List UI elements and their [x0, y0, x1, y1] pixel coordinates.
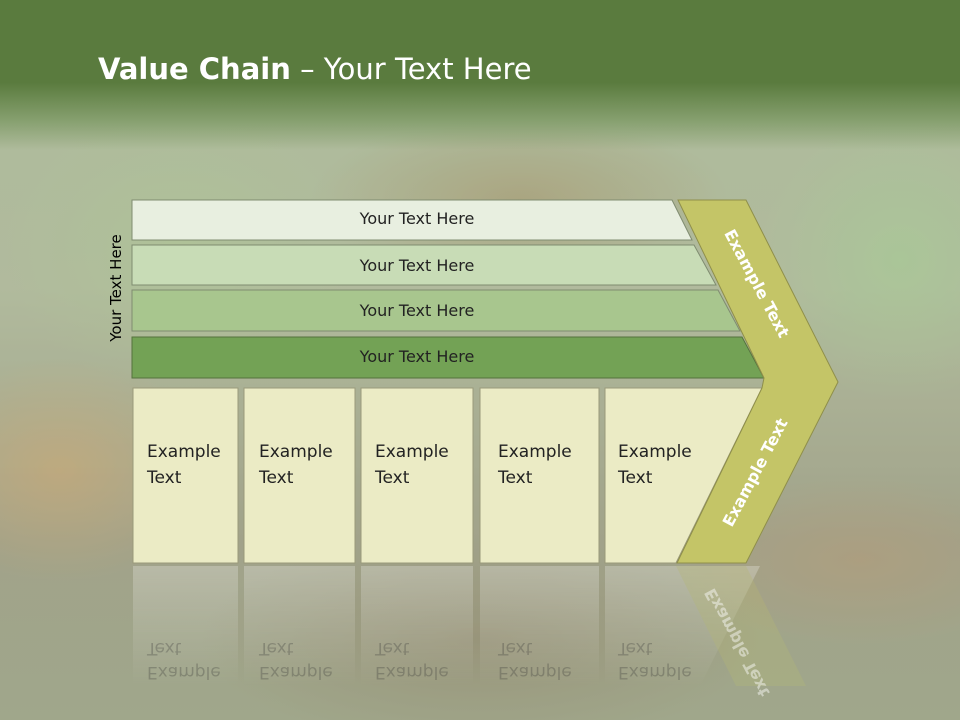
column-1-label-reflection: Example Text: [147, 636, 247, 684]
reflection-line2: Text: [147, 638, 182, 658]
column-4-shape[interactable]: [479, 387, 600, 564]
column-5-label: Example Text: [618, 439, 718, 491]
header-band: [0, 0, 960, 150]
title-bold-part: Value Chain: [98, 52, 291, 86]
reflection-column: [133, 566, 238, 686]
reflection-line2: Text: [618, 638, 653, 658]
column-1-line1: Example: [147, 442, 221, 462]
column-2-line2: Text: [259, 468, 294, 488]
column-2-line1: Example: [259, 442, 333, 462]
column-4-line1: Example: [498, 442, 572, 462]
bar-2-shape[interactable]: [131, 244, 717, 286]
reflection-column: [244, 566, 355, 686]
side-axis-label[interactable]: Your Text Here: [107, 234, 125, 342]
reflection-line1: Example: [259, 662, 333, 682]
column-5-label-reflection: Example Text: [618, 636, 718, 684]
reflection-line2: Text: [259, 638, 294, 658]
reflection-line1: Example: [498, 662, 572, 682]
bar-1-label: Your Text Here: [359, 209, 475, 228]
column-4-line2: Text: [498, 468, 533, 488]
bar-1-shape[interactable]: [131, 199, 693, 241]
column-3-label: Example Text: [375, 439, 475, 491]
column-3-label-reflection: Example Text: [375, 636, 475, 684]
column-1-shape[interactable]: [132, 387, 239, 564]
column-5-shape[interactable]: [604, 387, 763, 564]
column-4-label: Example Text: [498, 439, 598, 491]
columns-reflection: [133, 566, 806, 686]
reflection-line1: Example: [618, 662, 692, 682]
reflection-column: [480, 566, 599, 686]
bar-2-label: Your Text Here: [359, 256, 475, 275]
reflection-line2: Text: [498, 638, 533, 658]
slide-title[interactable]: Value Chain – Your Text Here: [98, 52, 532, 86]
column-2-label-reflection: Example Text: [259, 636, 359, 684]
column-5-line1: Example: [618, 442, 692, 462]
column-5-line2: Text: [618, 468, 653, 488]
column-2-label: Example Text: [259, 439, 359, 491]
column-3-shape[interactable]: [360, 387, 474, 564]
reflection-line1: Example: [147, 662, 221, 682]
column-3-line2: Text: [375, 468, 410, 488]
reflection-line2: Text: [375, 638, 410, 658]
reflection-chevron: [676, 566, 806, 686]
column-3-line1: Example: [375, 442, 449, 462]
bar-4-label: Your Text Here: [359, 347, 475, 366]
column-1-line2: Text: [147, 468, 182, 488]
reflection-column: [361, 566, 473, 686]
column-1-label: Example Text: [147, 439, 247, 491]
chevron-arrow-shape[interactable]: [676, 199, 839, 564]
reflection-column: [605, 566, 760, 686]
column-4-label-reflection: Example Text: [498, 636, 598, 684]
column-2-shape[interactable]: [243, 387, 356, 564]
title-rest-part: – Your Text Here: [290, 52, 532, 86]
bar-3-label: Your Text Here: [359, 301, 475, 320]
bar-3-shape[interactable]: [131, 289, 741, 332]
reflection-line1: Example: [375, 662, 449, 682]
